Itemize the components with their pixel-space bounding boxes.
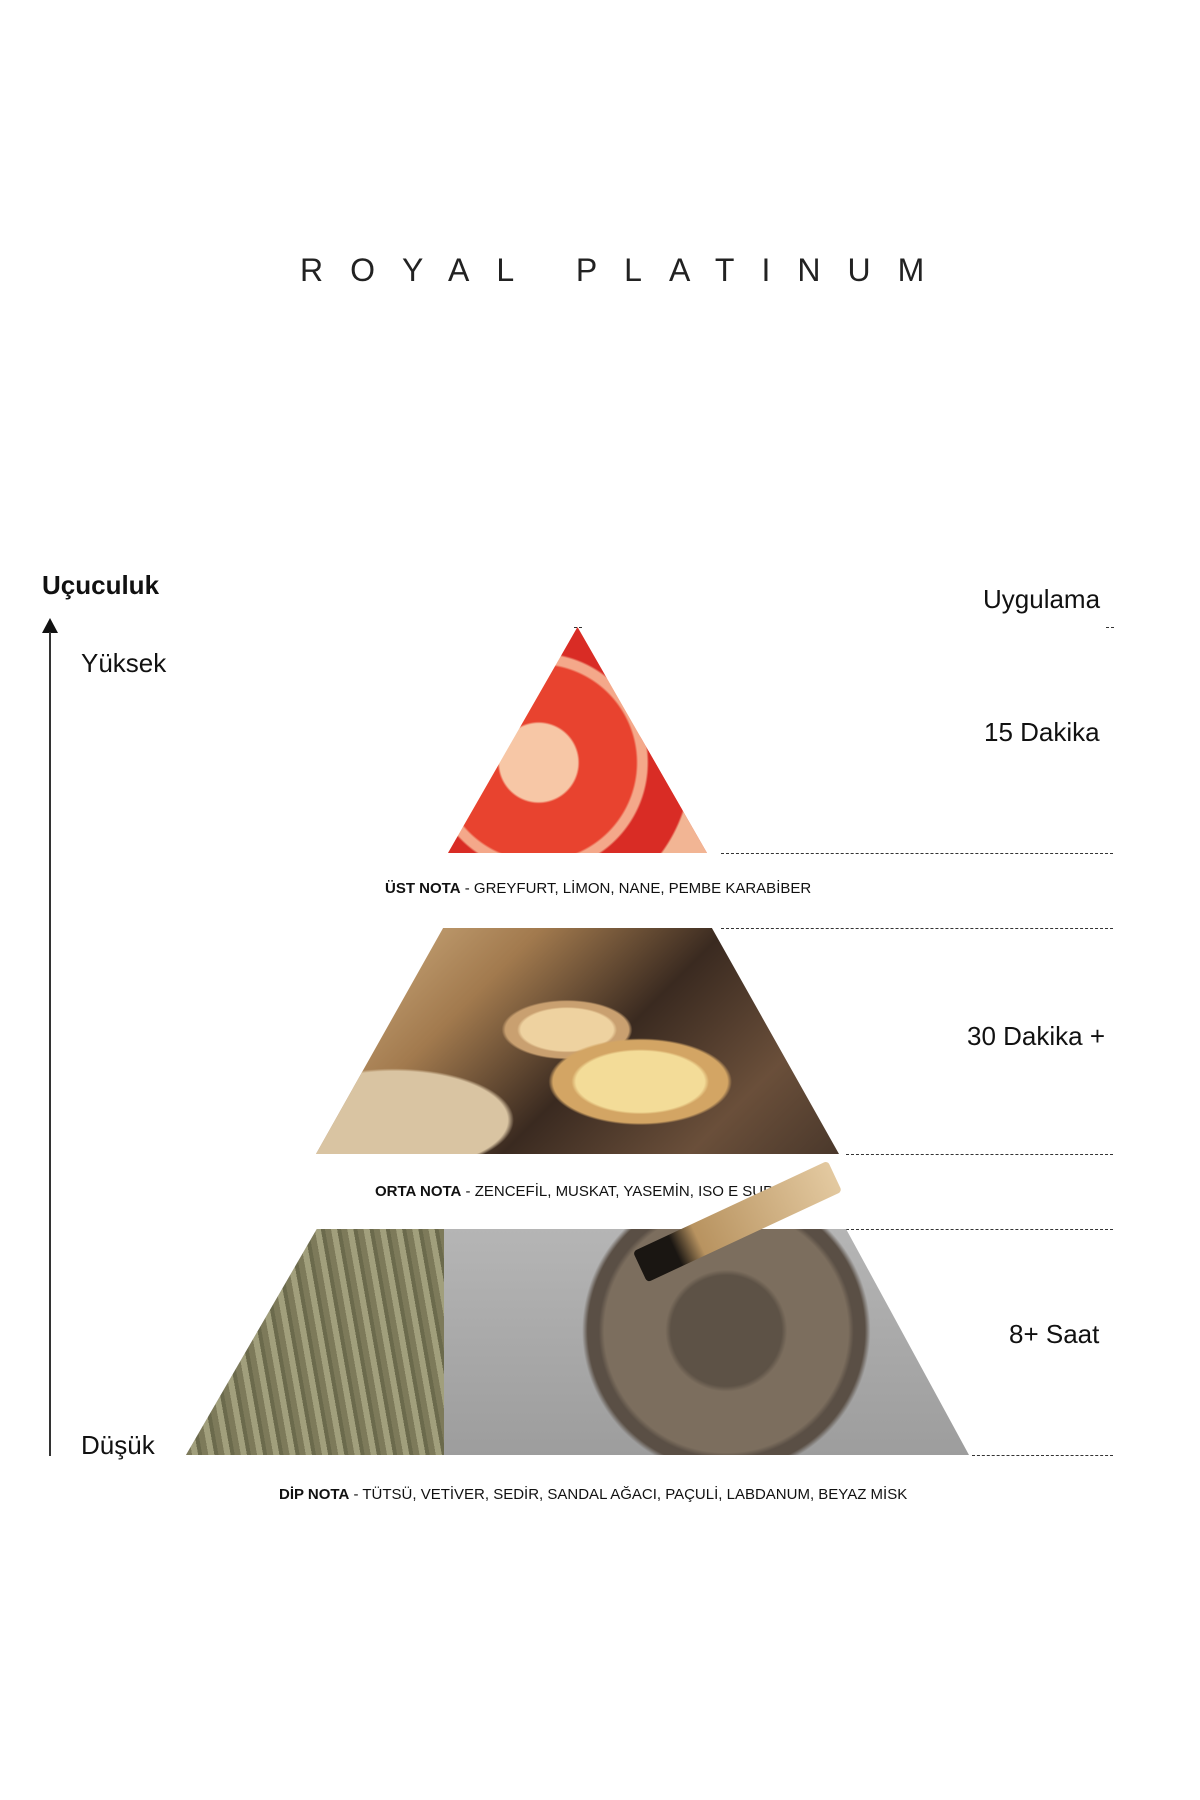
base-notes-duration: 8+ Saat — [1009, 1319, 1100, 1349]
divider — [721, 853, 1113, 854]
duration-heading: Uygulama — [983, 584, 1101, 614]
divider — [574, 627, 582, 628]
divider — [1106, 627, 1114, 628]
middle-notes-text: ORTA NOTA - ZENCEFİL, MUSKAT, YASEMİN, I… — [375, 1183, 798, 1200]
separator: - — [349, 1486, 363, 1503]
middle-notes-image-ginger — [316, 928, 839, 1154]
base-notes-image-incense — [186, 1229, 969, 1455]
arrow-up-icon — [42, 618, 58, 633]
divider — [972, 1455, 1113, 1456]
top-notes-text: ÜST NOTA - GREYFURT, LİMON, NANE, PEMBE … — [385, 880, 811, 897]
base-notes-items: TÜTSÜ, VETİVER, SEDİR, SANDAL AĞACI, PAÇ… — [362, 1486, 908, 1503]
top-notes-duration: 15 Dakika — [984, 717, 1100, 747]
volatility-heading: Uçuculuk — [42, 570, 160, 600]
middle-notes-label: ORTA NOTA — [375, 1183, 462, 1200]
volatility-low-label: Düşük — [81, 1430, 155, 1460]
top-notes-image-grapefruit — [448, 627, 707, 853]
divider — [721, 928, 1113, 929]
top-notes-label: ÜST NOTA — [385, 880, 461, 897]
divider — [846, 1154, 1113, 1155]
brand-title: ROYAL PLATINUM — [300, 252, 952, 288]
volatility-axis — [49, 632, 51, 1456]
base-notes-text: DİP NOTA - TÜTSÜ, VETİVER, SEDİR, SANDAL… — [279, 1486, 907, 1503]
middle-notes-items: ZENCEFİL, MUSKAT, YASEMİN, ISO E SUPER, — [474, 1183, 799, 1200]
separator: - — [460, 880, 474, 897]
middle-notes-duration: 30 Dakika + — [967, 1021, 1106, 1051]
divider — [846, 1229, 1113, 1230]
separator: - — [461, 1183, 475, 1200]
volatility-high-label: Yüksek — [81, 648, 167, 678]
top-notes-items: GREYFURT, LİMON, NANE, PEMBE KARABİBER — [473, 880, 812, 897]
base-notes-label: DİP NOTA — [279, 1486, 350, 1503]
